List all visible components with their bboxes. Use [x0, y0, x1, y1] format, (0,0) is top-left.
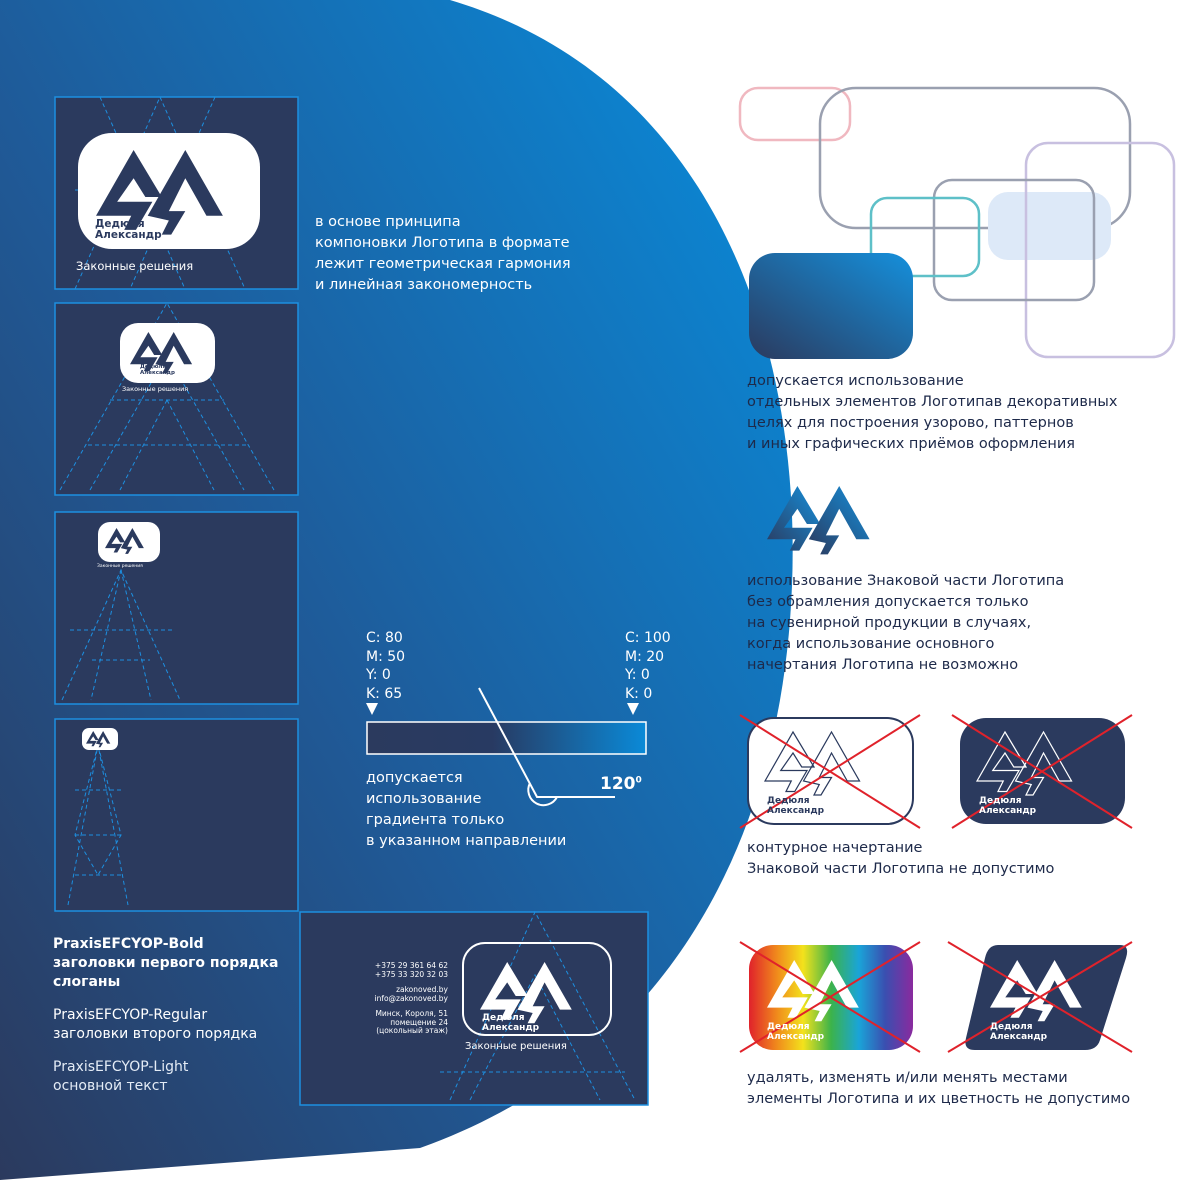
- outline-dark-logo-name: Дедюля Александр: [979, 796, 1037, 816]
- card-site: zakonoved.by: [396, 985, 448, 994]
- card-slogan: Законные решения: [465, 1041, 567, 1052]
- logo-frame-large: [54, 95, 299, 290]
- modify-line: элементы Логотипа и их цветность не допу…: [747, 1091, 1131, 1107]
- logo-name-line2: Александр: [140, 370, 175, 376]
- cmyk-y: Y: 0: [366, 667, 391, 683]
- forbidden-rainbow-logo: [739, 941, 921, 1053]
- font-regular-use: заголовки второго порядка: [53, 1026, 258, 1042]
- gradient-angle: 1200: [600, 774, 642, 794]
- font-specimen: PraxisEFCYOP-Bold заголовки первого поря…: [53, 935, 278, 1096]
- cmyk-y: Y: 0: [625, 667, 650, 683]
- logo-name: Дедюля Александр: [95, 219, 162, 241]
- logo-name-line1: Дедюля: [95, 218, 145, 230]
- outline-line: Знаковой части Логотипа не допустимо: [747, 861, 1055, 877]
- font-bold-use: слоганы: [53, 974, 121, 990]
- font-light-use: основной текст: [53, 1078, 168, 1094]
- logo-slogan-small: Законные решения: [97, 564, 143, 569]
- card-address: (цокольный этаж): [376, 1026, 448, 1035]
- rainbow-logo-name: Дедюля Александр: [767, 1022, 825, 1042]
- sign-line: на сувенирной продукции в случаях,: [747, 615, 1032, 631]
- decor-line: и иных графических приёмов оформления: [747, 436, 1076, 452]
- logo-name-line1: Дедюля: [767, 1022, 810, 1032]
- cmyk-k: K: 0: [625, 685, 653, 702]
- font-bold-use: заголовки первого порядка: [53, 955, 279, 971]
- sign-usage-text: использование Знаковой части Логотипа бе…: [747, 571, 1064, 676]
- intro-line: лежит геометрическая гармония: [315, 256, 571, 272]
- intro-line: в основе принципа: [315, 214, 461, 230]
- card-phone: +375 33 320 32 03: [374, 969, 448, 979]
- skewed-logo-name: Дедюля Александр: [990, 1022, 1048, 1042]
- outline-logo-name: Дедюля Александр: [767, 796, 825, 816]
- cmyk-m: M: 20: [625, 648, 665, 665]
- cmyk-end: C: 100 M: 20 Y: 0 K: 0: [625, 629, 671, 703]
- logo-name-line1: Дедюля: [979, 796, 1022, 806]
- angle-unit: 0: [635, 775, 642, 786]
- card-logo-name: Дедюля Александр: [482, 1013, 540, 1033]
- caption-line: градиента только: [366, 812, 505, 828]
- decor-line: отдельных элементов Логотипав декоративн…: [747, 394, 1118, 410]
- forbidden-outline-logo-dark: [951, 714, 1133, 829]
- cmyk-c: C: 80: [366, 630, 403, 646]
- business-card: [299, 910, 649, 1106]
- card-email: info@zakonoved.by: [374, 993, 448, 1003]
- intro-line: и линейная закономерность: [315, 277, 533, 293]
- logo-name-line2: Александр: [482, 1022, 540, 1033]
- intro-line: компоновки Логотипа в формате: [315, 235, 570, 251]
- angle-value: 120: [600, 774, 636, 794]
- sign-line: когда использование основного: [747, 636, 995, 652]
- decor-text: допускается использование отдельных элем…: [747, 371, 1117, 455]
- logo-slogan-medium: Законные решения: [122, 385, 189, 393]
- card-address: помещение 24: [390, 1017, 448, 1027]
- caption-line: использование: [366, 791, 482, 807]
- modify-forbidden-text: удалять, изменять и/или менять местами э…: [747, 1068, 1130, 1110]
- logo-name-line2: Александр: [979, 805, 1037, 816]
- card-address: Минск, Короля, 51: [375, 1009, 448, 1018]
- decorative-pattern: [738, 86, 1176, 359]
- gradient-caption: допускается использование градиента толь…: [366, 768, 566, 852]
- outline-line: контурное начертание: [747, 840, 923, 856]
- caption-line: в указанном направлении: [366, 833, 567, 849]
- forbidden-skewed-logo: [947, 941, 1133, 1053]
- logo-name-line2: Александр: [767, 805, 825, 816]
- sign-line: начертания Логотипа не возможно: [747, 657, 1019, 673]
- logo-name-line1: Дедюля: [767, 796, 810, 806]
- logo-frame-tiny: [54, 718, 299, 912]
- logo-name-line1: Дедюля: [990, 1022, 1033, 1032]
- logo-name-line1: Дедюля: [482, 1013, 525, 1023]
- logo-name-line1: Дедюля: [140, 364, 166, 370]
- sign-line: использование Знаковой части Логотипа: [747, 573, 1065, 589]
- cmyk-m: M: 50: [366, 648, 406, 665]
- logo-slogan: Законные решения: [76, 259, 194, 273]
- logo-name-line2: Александр: [767, 1031, 825, 1042]
- intro-text: в основе принципа компоновки Логотипа в …: [315, 212, 571, 296]
- forbidden-outline-logo: [739, 714, 921, 829]
- logo-name-line2: Александр: [990, 1031, 1048, 1042]
- decor-line: допускается использование: [747, 373, 964, 389]
- cmyk-k: K: 65: [366, 685, 403, 702]
- logo-frame-small: [54, 511, 299, 705]
- cmyk-start: C: 80 M: 50 Y: 0 K: 65: [366, 629, 405, 703]
- font-regular-name: PraxisEFCYOP-Regular: [53, 1007, 208, 1023]
- sign-line: без обрамления допускается только: [747, 594, 1029, 610]
- font-bold-name: PraxisEFCYOP-Bold: [53, 936, 204, 952]
- gradient-sample: [366, 687, 647, 807]
- modify-line: удалять, изменять и/или менять местами: [747, 1070, 1068, 1086]
- caption-line: допускается: [366, 770, 463, 786]
- card-phone: +375 29 361 64 62: [374, 961, 448, 970]
- logo-name-medium: Дедюля Александр: [140, 364, 175, 376]
- card-contacts: +375 29 361 64 62 +375 33 320 32 03 zako…: [340, 961, 448, 1036]
- outline-forbidden-text: контурное начертание Знаковой части Лого…: [747, 838, 1054, 880]
- font-light-name: PraxisEFCYOP-Light: [53, 1059, 189, 1075]
- logo-name-line2: Александр: [95, 229, 162, 241]
- cmyk-c: C: 100: [625, 630, 671, 646]
- logo-frame-medium: [54, 301, 299, 496]
- decor-line: целях для построения узорово, паттернов: [747, 415, 1074, 431]
